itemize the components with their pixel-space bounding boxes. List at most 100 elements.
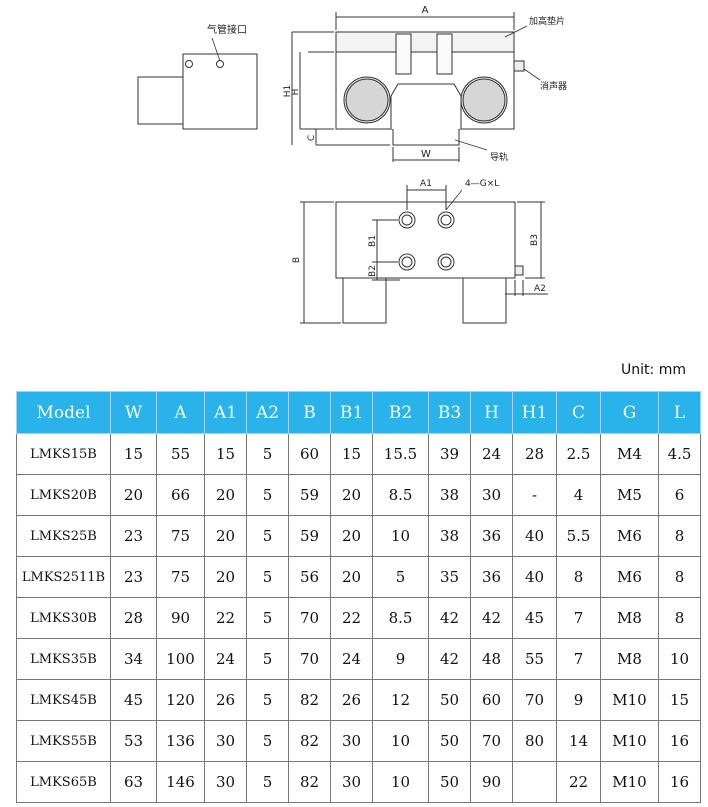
value-cell: 26 <box>330 679 373 721</box>
value-cell: M10 <box>600 679 659 721</box>
value-cell: 40 <box>512 556 557 598</box>
value-cell: 7 <box>556 638 601 680</box>
value-cell: 9 <box>556 679 601 721</box>
value-cell: M6 <box>600 515 659 557</box>
value-cell: 26 <box>204 679 247 721</box>
model-cell: LMKS55B <box>16 720 111 762</box>
value-cell: 5 <box>246 597 289 639</box>
column-header-b1: B1 <box>330 391 373 434</box>
value-cell: 75 <box>156 515 205 557</box>
value-cell: 90 <box>156 597 205 639</box>
column-header-a2: A2 <box>246 391 289 434</box>
value-cell: 30 <box>470 474 513 516</box>
model-cell: LMKS30B <box>16 597 111 639</box>
value-cell: 42 <box>470 597 513 639</box>
value-cell: 20 <box>110 474 157 516</box>
unit-label: Unit: mm <box>621 362 686 378</box>
value-cell: 30 <box>204 761 247 803</box>
value-cell: 136 <box>156 720 205 762</box>
value-cell: 10 <box>372 515 429 557</box>
value-cell: 23 <box>110 515 157 557</box>
value-cell: 82 <box>288 679 331 721</box>
dim-H-label: H <box>291 89 301 96</box>
value-cell: M6 <box>600 556 659 598</box>
value-cell: 5 <box>246 515 289 557</box>
value-cell: 38 <box>428 515 471 557</box>
value-cell: 15 <box>658 679 701 721</box>
value-cell: 24 <box>470 433 513 475</box>
value-cell: 4.5 <box>658 433 701 475</box>
value-cell: 55 <box>156 433 205 475</box>
column-header-l: L <box>658 391 701 434</box>
value-cell: 70 <box>512 679 557 721</box>
value-cell: 8.5 <box>372 474 429 516</box>
value-cell: 14 <box>556 720 601 762</box>
value-cell: 30 <box>330 720 373 762</box>
value-cell: 59 <box>288 474 331 516</box>
value-cell: 20 <box>204 556 247 598</box>
value-cell: 6 <box>658 474 701 516</box>
value-cell: 75 <box>156 556 205 598</box>
value-cell: 146 <box>156 761 205 803</box>
value-cell: 50 <box>428 679 471 721</box>
value-cell: M8 <box>600 638 659 680</box>
value-cell: 30 <box>330 761 373 803</box>
value-cell: 8 <box>658 597 701 639</box>
value-cell: 5 <box>372 556 429 598</box>
value-cell: 12 <box>372 679 429 721</box>
value-cell: M8 <box>600 597 659 639</box>
value-cell: 24 <box>204 638 247 680</box>
value-cell: 60 <box>288 433 331 475</box>
value-cell: 5 <box>246 679 289 721</box>
value-cell: 42 <box>428 638 471 680</box>
value-cell: 22 <box>204 597 247 639</box>
column-header-b2: B2 <box>372 391 429 434</box>
value-cell: 10 <box>372 720 429 762</box>
value-cell: 20 <box>330 556 373 598</box>
value-cell: M4 <box>600 433 659 475</box>
value-cell: M10 <box>600 720 659 762</box>
value-cell: 28 <box>512 433 557 475</box>
column-header-g: G <box>600 391 659 434</box>
value-cell: 5 <box>246 474 289 516</box>
column-header-w: W <box>110 391 157 434</box>
value-cell: 63 <box>110 761 157 803</box>
value-cell: 40 <box>512 515 557 557</box>
value-cell: 35 <box>428 556 471 598</box>
model-cell: LMKS45B <box>16 679 111 721</box>
value-cell <box>512 761 557 803</box>
technical-drawing: 气管接口 A 加高垫片 消声器 H1 H C W 导轨 A1 4—G×L B B… <box>137 5 567 324</box>
column-header-a: A <box>156 391 205 434</box>
value-cell: 16 <box>658 720 701 762</box>
value-cell: 42 <box>428 597 471 639</box>
value-cell: 24 <box>330 638 373 680</box>
model-cell: LMKS25B <box>16 515 111 557</box>
value-cell: 80 <box>512 720 557 762</box>
column-header-c: C <box>556 391 601 434</box>
value-cell: 45 <box>110 679 157 721</box>
dim-B1-label: B1 <box>368 235 378 247</box>
value-cell: 5 <box>246 761 289 803</box>
model-cell: LMKS35B <box>16 638 111 680</box>
value-cell: 55 <box>512 638 557 680</box>
value-cell: 10 <box>658 638 701 680</box>
value-cell: 4 <box>556 474 601 516</box>
value-cell: 100 <box>156 638 205 680</box>
dim-C-label: C <box>307 135 317 141</box>
model-cell: LMKS15B <box>16 433 111 475</box>
side-view <box>137 37 258 130</box>
dim-B2-label: B2 <box>368 265 378 277</box>
column-header-h: H <box>470 391 513 434</box>
model-cell: LMKS20B <box>16 474 111 516</box>
value-cell: 28 <box>110 597 157 639</box>
value-cell: 39 <box>428 433 471 475</box>
value-cell: 9 <box>372 638 429 680</box>
value-cell: 30 <box>204 720 247 762</box>
